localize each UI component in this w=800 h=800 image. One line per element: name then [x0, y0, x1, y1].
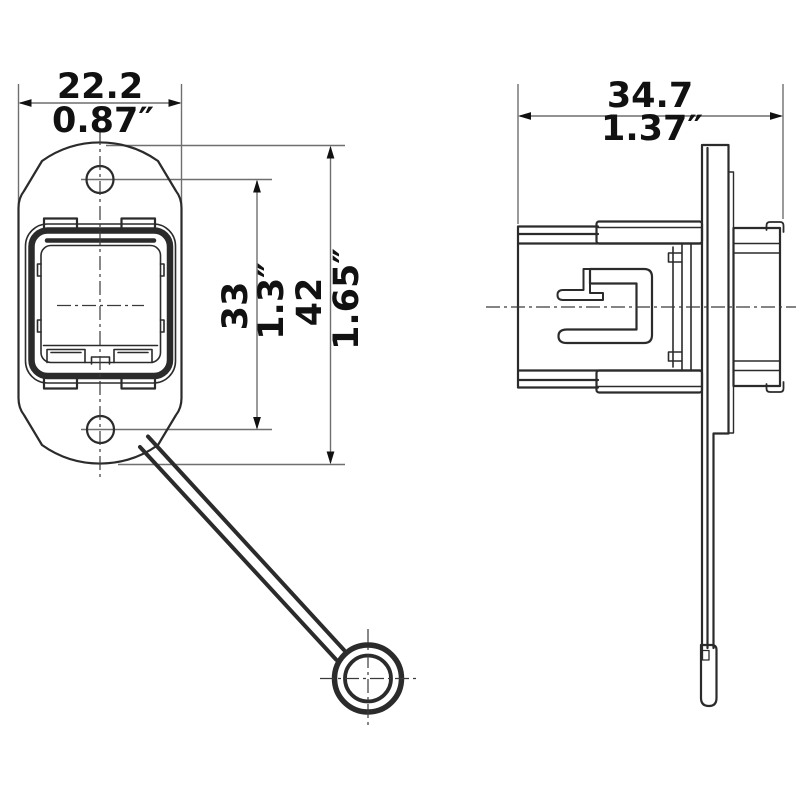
receptacle-heavy-frame — [28, 227, 174, 380]
dim-front-width-mm: 22.2 — [57, 67, 143, 107]
dim-hole-spacing-mm: 33 — [216, 282, 256, 331]
dim-side-depth-mm: 34.7 — [607, 76, 693, 116]
side-view — [486, 143, 796, 708]
rear-housing-lines — [732, 242, 781, 372]
strap-side-end — [699, 643, 718, 708]
receptacle-inner-wall — [40, 244, 162, 364]
dimension-measure-lines — [20, 102, 781, 463]
dimension-labels: 22.2 0.87″ 34.7 1.37″ 33 1.3″ 42 1.65″ — [52, 67, 703, 350]
front-centerlines — [57, 131, 416, 727]
front-view — [17, 131, 416, 727]
dim-front-width-in: 0.87″ — [52, 101, 154, 141]
dim-side-depth-in: 1.37″ — [601, 109, 703, 149]
receptacle-side-keys — [36, 263, 165, 333]
lanyard-strap — [138, 434, 346, 662]
dim-flange-height-in: 1.65″ — [327, 248, 367, 350]
receptacle-contact-blocks — [42, 344, 159, 365]
latch-hook-step — [556, 268, 604, 301]
latch-tabs — [42, 217, 157, 390]
flange-outline — [17, 141, 183, 465]
dim-flange-height-mm: 42 — [290, 278, 330, 327]
strap-side-clip — [701, 649, 710, 661]
rear-housing-lugs — [765, 221, 785, 393]
dimension-lines — [17, 84, 784, 466]
tab-inner-lines — [597, 226, 703, 388]
latch-hook — [557, 267, 654, 345]
dim-hole-spacing-in: 1.3″ — [252, 262, 292, 340]
extension-lines — [17, 84, 784, 466]
